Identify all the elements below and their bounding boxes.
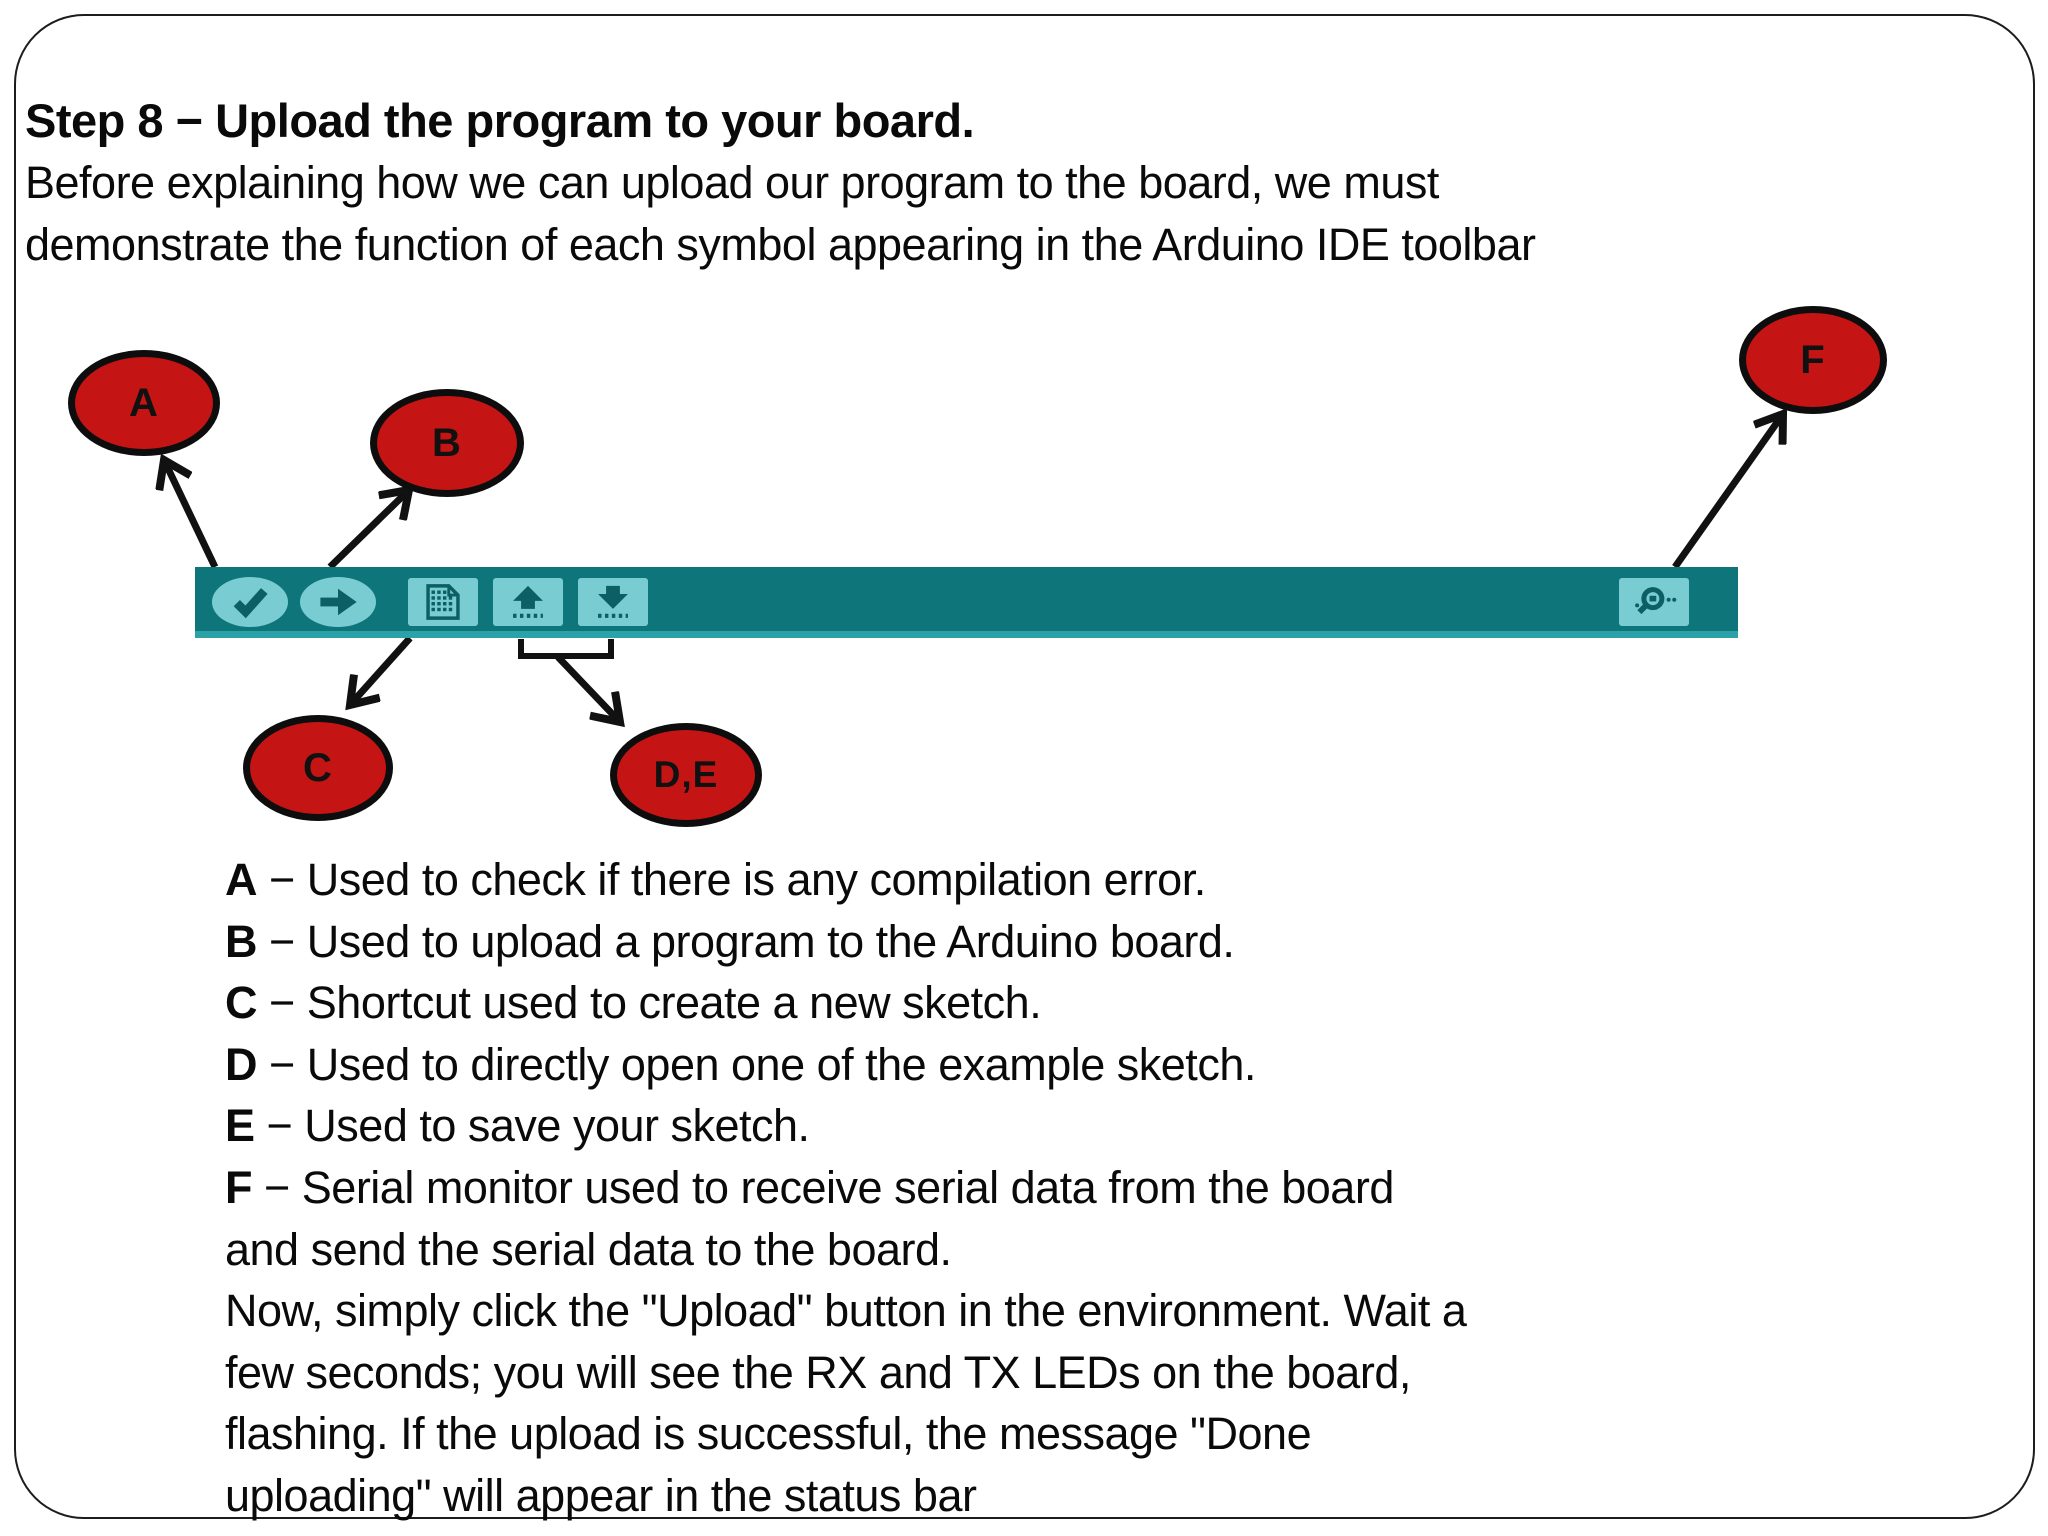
document-grid-icon bbox=[426, 584, 460, 620]
legend-item-B: B − Used to upload a program to the Ardu… bbox=[225, 915, 1235, 967]
bubble-F-label: F bbox=[1800, 337, 1826, 382]
down-arrow-icon bbox=[598, 585, 628, 618]
bubble-F: F bbox=[1739, 306, 1887, 414]
paragraph-line-3: flashing. If the upload is successful, t… bbox=[225, 1408, 1312, 1460]
arrow-to-C bbox=[350, 635, 413, 705]
paragraph-line-2: few seconds; you will see the RX and TX … bbox=[225, 1346, 1411, 1398]
legend-item-F: F − Serial monitor used to receive seria… bbox=[225, 1161, 1394, 1213]
paragraph-line-4: uploading" will appear in the status bar bbox=[225, 1469, 977, 1521]
arrow-to-F bbox=[1672, 414, 1783, 570]
right-arrow-icon bbox=[320, 588, 357, 616]
bubble-C: C bbox=[243, 715, 393, 821]
arrow-to-DE bbox=[555, 654, 620, 722]
bubble-DE-label: D,E bbox=[653, 754, 719, 795]
bubble-DE: D,E bbox=[610, 723, 762, 827]
arduino-toolbar bbox=[195, 567, 1738, 638]
legend-item-D: D − Used to directly open one of the exa… bbox=[225, 1038, 1256, 1090]
bubble-B: B bbox=[370, 389, 524, 497]
page-title: Step 8 − Upload the program to your boar… bbox=[25, 94, 975, 147]
bubble-A-label: A bbox=[129, 380, 159, 425]
bubble-A: A bbox=[68, 350, 220, 456]
arrow-to-B bbox=[327, 490, 409, 570]
magnifier-icon bbox=[1635, 587, 1677, 615]
bubble-C-label: C bbox=[303, 745, 333, 790]
arrow-to-A bbox=[164, 460, 219, 569]
bracket-open-save bbox=[518, 639, 614, 659]
save-sketch-button[interactable] bbox=[578, 578, 648, 626]
legend-item-C: C − Shortcut used to create a new sketch… bbox=[225, 977, 1042, 1029]
legend-item-E: E − Used to save your sketch. bbox=[225, 1100, 810, 1152]
paragraph-line-1: Now, simply click the "Upload" button in… bbox=[225, 1285, 1467, 1337]
legend-item-A: A − Used to check if there is any compil… bbox=[225, 854, 1206, 905]
up-arrow-icon bbox=[513, 585, 543, 618]
verify-button[interactable] bbox=[212, 577, 288, 627]
new-sketch-button[interactable] bbox=[408, 578, 478, 626]
check-icon bbox=[233, 588, 268, 619]
bubble-B-label: B bbox=[432, 420, 462, 465]
upload-button[interactable] bbox=[300, 577, 376, 627]
intro-line-1: Before explaining how we can upload our … bbox=[25, 157, 1439, 208]
intro-line-2: demonstrate the function of each symbol … bbox=[25, 219, 1536, 270]
open-sketch-button[interactable] bbox=[493, 578, 563, 626]
legend: A − Used to check if there is any compil… bbox=[225, 849, 1467, 1527]
toolbar-bottom-edge bbox=[195, 631, 1738, 638]
legend-item-F-cont: and send the serial data to the board. bbox=[225, 1223, 952, 1275]
serial-monitor-button[interactable] bbox=[1619, 578, 1689, 626]
